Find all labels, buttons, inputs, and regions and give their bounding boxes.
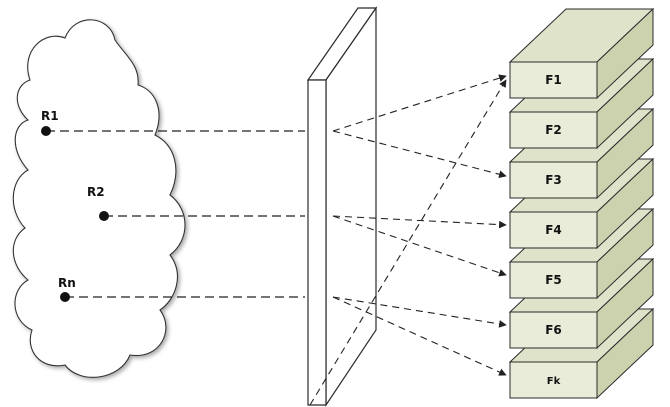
arrow-long-to-f1: [309, 79, 507, 406]
block-f3-label: F3: [545, 173, 562, 187]
block-f1-label: F1: [545, 73, 562, 87]
block-f1-front: [509, 61, 598, 99]
block-f5-label: F5: [545, 273, 562, 287]
point-rn: [60, 292, 70, 302]
block-f4-label: F4: [545, 223, 562, 237]
block-stack: Fk F6 F5 F4 F3 F2 F1: [508, 7, 655, 400]
block-f6-front: [509, 311, 598, 349]
arrow-to-fk: [332, 296, 507, 376]
plane-front-face: [307, 79, 327, 406]
block-f2-front: [509, 111, 598, 149]
label-r2: R2: [87, 185, 105, 199]
label-rn: Rn: [58, 276, 76, 290]
arrow-to-f5: [332, 215, 507, 277]
block-f3-front: [509, 161, 598, 199]
cloud-shape: [12, 19, 186, 378]
block-f4-front: [509, 211, 598, 249]
projection-plane: [306, 6, 378, 407]
point-r1: [41, 126, 51, 136]
arrow-to-f3: [332, 130, 507, 178]
block-f2-label: F2: [545, 123, 562, 137]
arrow-to-f1: [332, 74, 507, 132]
block-fk-front: [509, 361, 598, 399]
block-f1: F1: [508, 7, 655, 100]
arrow-to-f6: [332, 296, 507, 328]
label-r1: R1: [41, 109, 59, 123]
block-fk-label: Fk: [547, 376, 561, 387]
block-f6-label: F6: [545, 323, 562, 337]
block-f5-front: [509, 261, 598, 299]
point-r2: [99, 211, 109, 221]
arrow-to-f4: [332, 215, 507, 229]
